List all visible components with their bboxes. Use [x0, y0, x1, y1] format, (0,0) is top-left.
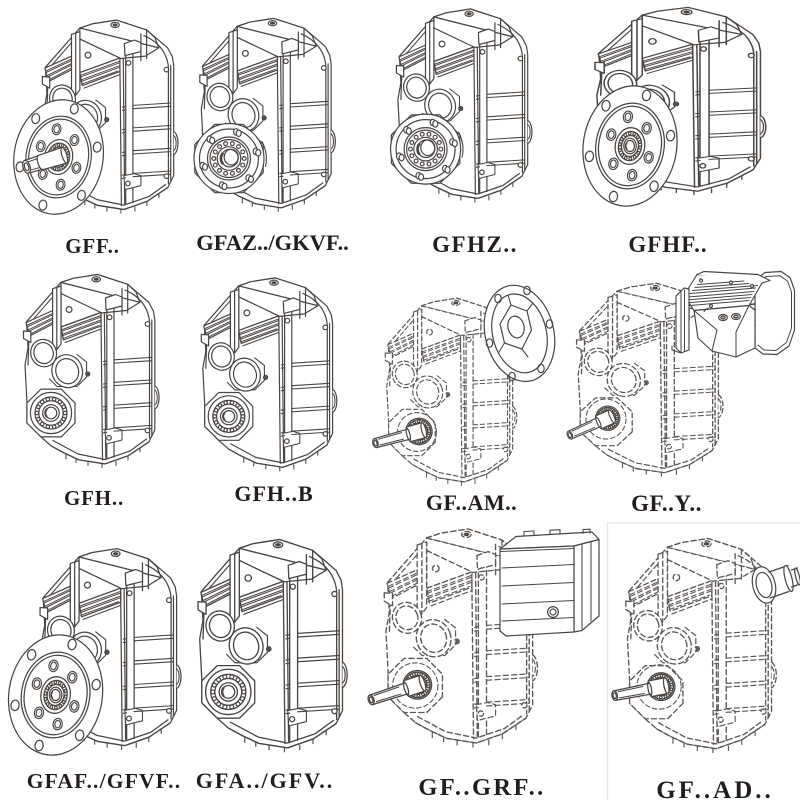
svg-text:GF..AD..: GF..AD.. [656, 777, 774, 800]
svg-text:GFHZ..: GFHZ.. [432, 232, 518, 257]
svg-text:GFAZ../GKVF..: GFAZ../GKVF.. [196, 230, 349, 255]
svg-text:GFH..B: GFH..B [234, 481, 313, 506]
svg-text:GFHF..: GFHF.. [628, 232, 707, 257]
svg-text:GFF..: GFF.. [65, 234, 120, 258]
svg-text:GFAF../GFVF..: GFAF../GFVF.. [27, 769, 182, 793]
svg-text:GFA../GFV..: GFA../GFV.. [196, 768, 335, 793]
svg-text:GF..Y..: GF..Y.. [631, 491, 702, 516]
svg-text:GFH..: GFH.. [64, 486, 124, 510]
svg-text:GF..GRF..: GF..GRF.. [418, 774, 545, 800]
svg-text:GF..AM..: GF..AM.. [426, 490, 517, 515]
